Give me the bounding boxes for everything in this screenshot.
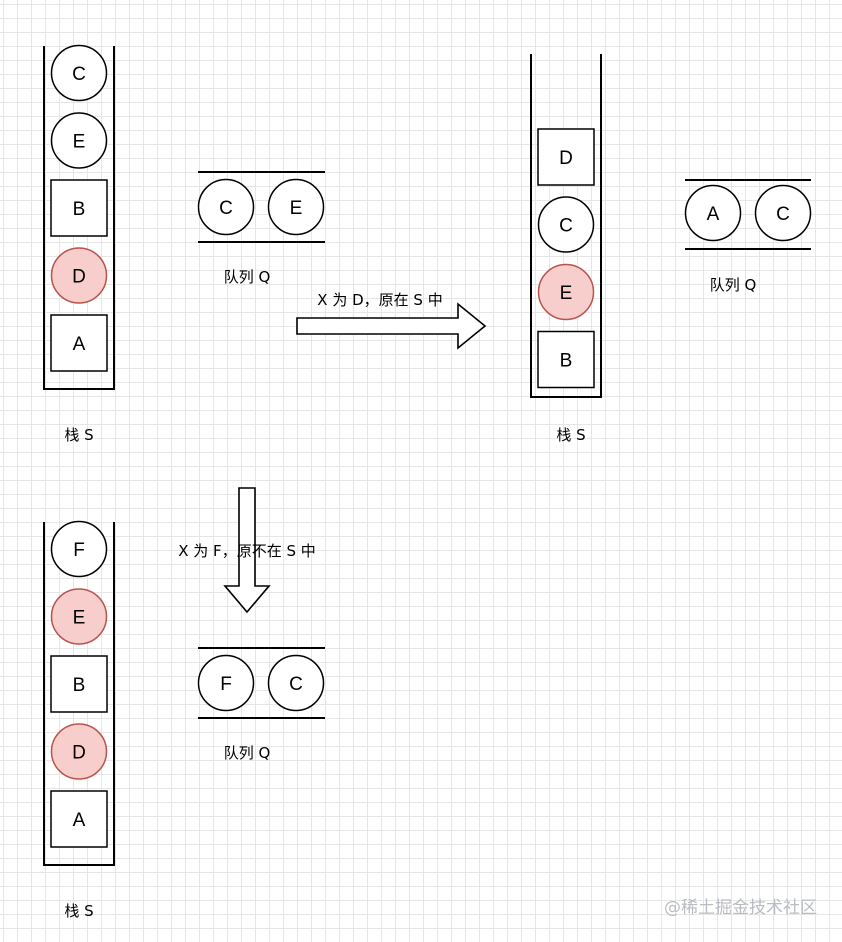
- node-circle: [50, 247, 108, 304]
- node-label: F: [73, 540, 85, 561]
- node-label: C: [219, 198, 233, 219]
- watermark: @稀土掘金技术社区: [664, 898, 817, 918]
- arrow-down-icon: [223, 487, 271, 614]
- node-e: E: [267, 178, 325, 236]
- node-label: B: [73, 199, 86, 220]
- node-circle: [684, 184, 742, 242]
- node-circle: [50, 588, 108, 645]
- node-circle: [50, 44, 108, 102]
- node-d: D: [50, 247, 108, 304]
- node-circle: [50, 520, 108, 578]
- node-label: C: [72, 64, 86, 85]
- stack-nodes: C E B D A: [50, 44, 108, 372]
- transition-arrow-down: X 为 F，原不在 S 中: [178, 487, 316, 614]
- node-label: A: [73, 334, 86, 355]
- node-label: A: [73, 810, 86, 831]
- node-c: C: [50, 44, 108, 102]
- node-square: [537, 330, 595, 389]
- node-e: E: [50, 588, 108, 645]
- node-label: D: [72, 743, 86, 764]
- node-d: D: [537, 128, 595, 186]
- node-circle: [754, 184, 812, 242]
- node-circle: [537, 196, 595, 253]
- node-a: A: [50, 314, 108, 372]
- stack-label: 栈 S: [556, 426, 585, 444]
- node-circle: [197, 654, 255, 712]
- node-label: E: [73, 608, 86, 629]
- node-b: B: [50, 655, 108, 713]
- node-circle: [267, 654, 325, 712]
- node-label: E: [290, 198, 303, 219]
- transition-label: X 为 D，原在 S 中: [317, 291, 442, 309]
- node-label: B: [560, 351, 573, 372]
- node-label: E: [73, 132, 86, 153]
- node-label: C: [776, 204, 790, 225]
- stack-nodes: D C E B: [537, 128, 595, 389]
- node-circle: [50, 723, 108, 780]
- node-circle: [537, 263, 595, 321]
- node-e: E: [537, 263, 595, 321]
- stack-label: 栈 S: [64, 902, 93, 920]
- node-c: C: [754, 184, 812, 242]
- node-square: [50, 655, 108, 713]
- node-c: C: [197, 178, 255, 236]
- node-label: D: [559, 148, 573, 169]
- node-a: A: [684, 184, 742, 242]
- node-label: C: [559, 216, 573, 237]
- queue-label: 队列 Q: [224, 268, 271, 286]
- queue-label: 队列 Q: [224, 744, 271, 762]
- node-label: C: [289, 674, 303, 695]
- node-c: C: [537, 196, 595, 253]
- transition-arrow-right: X 为 D，原在 S 中: [296, 291, 487, 350]
- node-label: A: [707, 204, 720, 225]
- stack-container: [43, 522, 115, 866]
- node-square: [50, 790, 108, 848]
- node-label: D: [72, 267, 86, 288]
- transition-label: X 为 F，原不在 S 中: [178, 542, 316, 560]
- node-c: C: [267, 654, 325, 712]
- queue-label: 队列 Q: [710, 276, 757, 294]
- node-label: E: [560, 283, 573, 304]
- node-d: D: [50, 723, 108, 780]
- node-square: [50, 179, 108, 237]
- node-circle: [50, 112, 108, 169]
- arrow-right-icon: [296, 302, 487, 350]
- node-label: B: [73, 675, 86, 696]
- node-label: F: [220, 674, 232, 695]
- node-circle: [197, 178, 255, 236]
- stack-container: [43, 46, 115, 390]
- stack-nodes: F E B D A: [50, 520, 108, 848]
- node-square: [537, 128, 595, 186]
- stack-label: 栈 S: [64, 426, 93, 444]
- node-square: [50, 314, 108, 372]
- node-e: E: [50, 112, 108, 169]
- node-b: B: [537, 330, 595, 389]
- node-f: F: [50, 520, 108, 578]
- node-f: F: [197, 654, 255, 712]
- stack-container: [530, 54, 602, 398]
- node-circle: [267, 178, 325, 236]
- node-a: A: [50, 790, 108, 848]
- node-b: B: [50, 179, 108, 237]
